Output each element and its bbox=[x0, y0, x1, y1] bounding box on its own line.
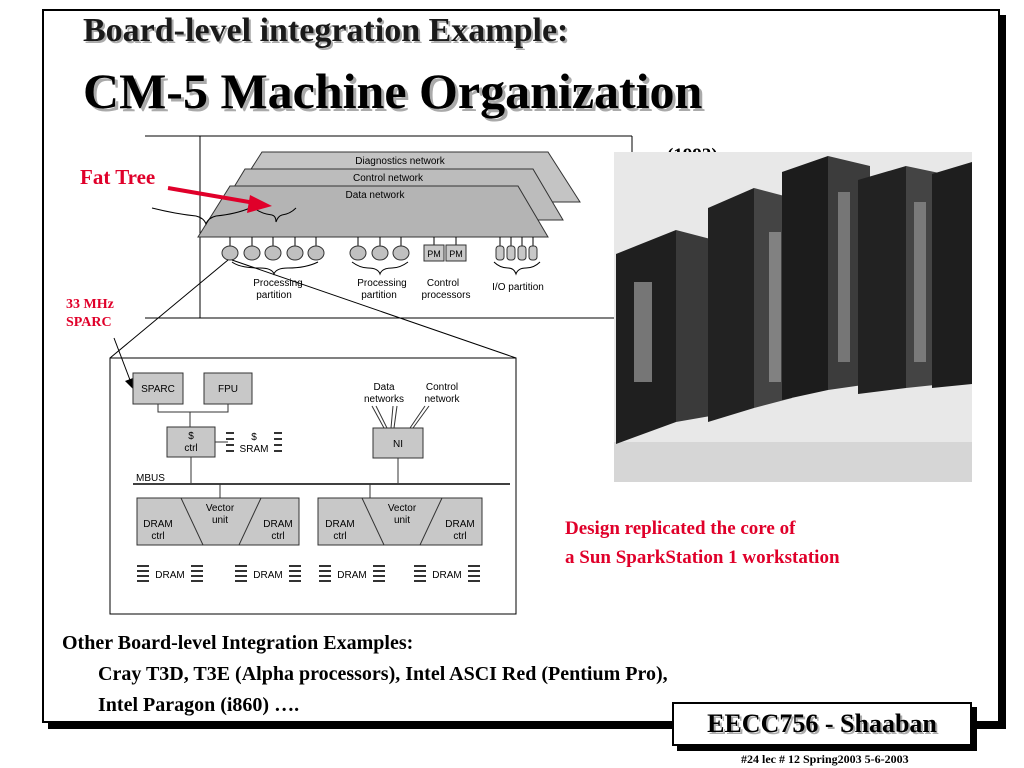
course-badge-text: EECC756 - Shaaban bbox=[707, 709, 937, 738]
fat-tree-arrow-line bbox=[167, 186, 256, 205]
processing-node bbox=[264, 245, 282, 261]
dram-chip: DRAM bbox=[414, 565, 480, 582]
dram-ctrl-1b-label-a: DRAM bbox=[263, 519, 292, 530]
dram-ctrl-2b-label-a: DRAM bbox=[445, 519, 474, 530]
cache-ctrl-label-a: $ bbox=[188, 431, 194, 442]
processing-partition-2-label-a: Processing bbox=[357, 278, 406, 289]
dram-ctrl-1a-label-b: ctrl bbox=[151, 531, 164, 542]
dram-chip: DRAM bbox=[137, 565, 203, 582]
sparc-pointer-line bbox=[113, 337, 131, 381]
dram-chip: DRAM bbox=[319, 565, 385, 582]
vector-unit-2-label-a: Vector bbox=[388, 503, 417, 514]
design-note-line2: a Sun SparkStation 1 workstation bbox=[565, 547, 840, 568]
io-device bbox=[528, 245, 538, 261]
processing-node bbox=[243, 245, 261, 261]
control-network-label: Control network bbox=[353, 173, 424, 184]
other-examples-heading: Other Board-level Integration Examples: bbox=[62, 632, 414, 654]
processing-node bbox=[392, 245, 410, 261]
sparc-box-label: SPARC bbox=[141, 384, 175, 395]
control-network-node-label-a: Control bbox=[426, 382, 458, 393]
processing-partition-1-label-a: Processing bbox=[253, 278, 302, 289]
sparc-speed-line1: 33 MHz bbox=[66, 297, 114, 312]
other-examples-line1: Cray T3D, T3E (Alpha processors), Intel … bbox=[98, 663, 668, 685]
fat-tree-label: Fat Tree bbox=[80, 165, 156, 189]
cache-ctrl-label-b: ctrl bbox=[184, 443, 197, 454]
processing-node bbox=[349, 245, 367, 261]
dram-ctrl-2a-label-a: DRAM bbox=[325, 519, 354, 530]
io-partition-label: I/O partition bbox=[492, 282, 544, 293]
fat-tree-brace-left bbox=[151, 207, 251, 226]
vector-unit-1 bbox=[136, 497, 300, 546]
sparc-speed-line2: SPARC bbox=[66, 315, 112, 330]
design-note-line1: Design replicated the core of bbox=[565, 518, 796, 539]
processing-node bbox=[221, 245, 239, 261]
course-badge: EECC756 - Shaaban bbox=[672, 702, 972, 746]
processing-partition-2-label-b: partition bbox=[361, 290, 397, 301]
mbus-label: MBUS bbox=[136, 473, 165, 484]
sram-label-a: $ bbox=[251, 432, 257, 443]
zoom-line-right bbox=[231, 259, 517, 359]
fpu-box bbox=[203, 372, 253, 405]
sparc-pointer-head bbox=[125, 378, 134, 390]
dram-chips: DRAM DRAM DRAM DRAM bbox=[137, 565, 480, 582]
vector-unit-2-label-b: unit bbox=[394, 515, 410, 526]
processing-node bbox=[286, 245, 304, 261]
fat-tree-arrow-head bbox=[247, 195, 272, 213]
dram-chip-label: DRAM bbox=[253, 570, 282, 581]
zoom-line-left bbox=[109, 259, 229, 359]
io-device bbox=[506, 245, 516, 261]
design-note: Design replicated the core of a Sun Spar… bbox=[565, 514, 840, 572]
dram-ctrl-2a-label-b: ctrl bbox=[333, 531, 346, 542]
cache-ctrl-box bbox=[166, 426, 216, 458]
data-networks-label-a: Data bbox=[373, 382, 395, 393]
slide-title-line1: Board-level integration Example: bbox=[83, 12, 569, 49]
io-device bbox=[517, 245, 527, 261]
cm5-machine-image bbox=[614, 152, 972, 482]
other-examples-line2: Intel Paragon (i860) …. bbox=[98, 694, 300, 716]
dram-ctrl-1a-label-a: DRAM bbox=[143, 519, 172, 530]
control-processors-label-b: processors bbox=[422, 290, 471, 301]
dram-chip-label: DRAM bbox=[337, 570, 366, 581]
ni-box bbox=[372, 427, 424, 459]
sparc-fpu-bus bbox=[157, 404, 229, 427]
diagnostics-network-label: Diagnostics network bbox=[355, 156, 445, 167]
fpu-box-label: FPU bbox=[218, 384, 238, 395]
processing-partition-1-label-b: partition bbox=[256, 290, 292, 301]
data-network-label: Data network bbox=[346, 190, 406, 201]
fat-tree-brace-right bbox=[253, 207, 297, 223]
dram-chip-label: DRAM bbox=[155, 570, 184, 581]
pm-label-1: PM bbox=[427, 249, 441, 259]
processing-node bbox=[307, 245, 325, 261]
dram-ctrl-2b-label-b: ctrl bbox=[453, 531, 466, 542]
ni-box-label: NI bbox=[393, 439, 403, 450]
data-networks-label-b: networks bbox=[364, 394, 404, 405]
processing-partition-1-brace bbox=[231, 261, 319, 276]
io-partition-brace bbox=[493, 261, 541, 276]
pm-box-2 bbox=[445, 244, 467, 262]
processing-node bbox=[371, 245, 389, 261]
slide-footer: #24 lec # 12 Spring2003 5-6-2003 bbox=[741, 752, 909, 766]
cm5-machine-photo bbox=[614, 152, 972, 482]
other-examples: Other Board-level Integration Examples: … bbox=[62, 628, 668, 721]
sparc-speed-label: 33 MHz SPARC bbox=[66, 296, 114, 332]
dram-ctrl-1b-label-b: ctrl bbox=[271, 531, 284, 542]
vector-unit-1-label-b: unit bbox=[212, 515, 228, 526]
pm-box-1 bbox=[423, 244, 445, 262]
slide-title-line2: CM-5 Machine Organization bbox=[83, 63, 703, 119]
control-network-node-label-b: network bbox=[424, 394, 460, 405]
dram-chip: DRAM bbox=[235, 565, 301, 582]
pm-label-2: PM bbox=[449, 249, 463, 259]
control-processors-label-a: Control bbox=[427, 278, 459, 289]
dram-chip-label: DRAM bbox=[432, 570, 461, 581]
io-device bbox=[495, 245, 505, 261]
processing-partition-2-brace bbox=[351, 261, 409, 276]
sparc-box bbox=[132, 372, 184, 405]
vector-unit-1-label-a: Vector bbox=[206, 503, 235, 514]
sram-label-b: SRAM bbox=[240, 444, 269, 455]
